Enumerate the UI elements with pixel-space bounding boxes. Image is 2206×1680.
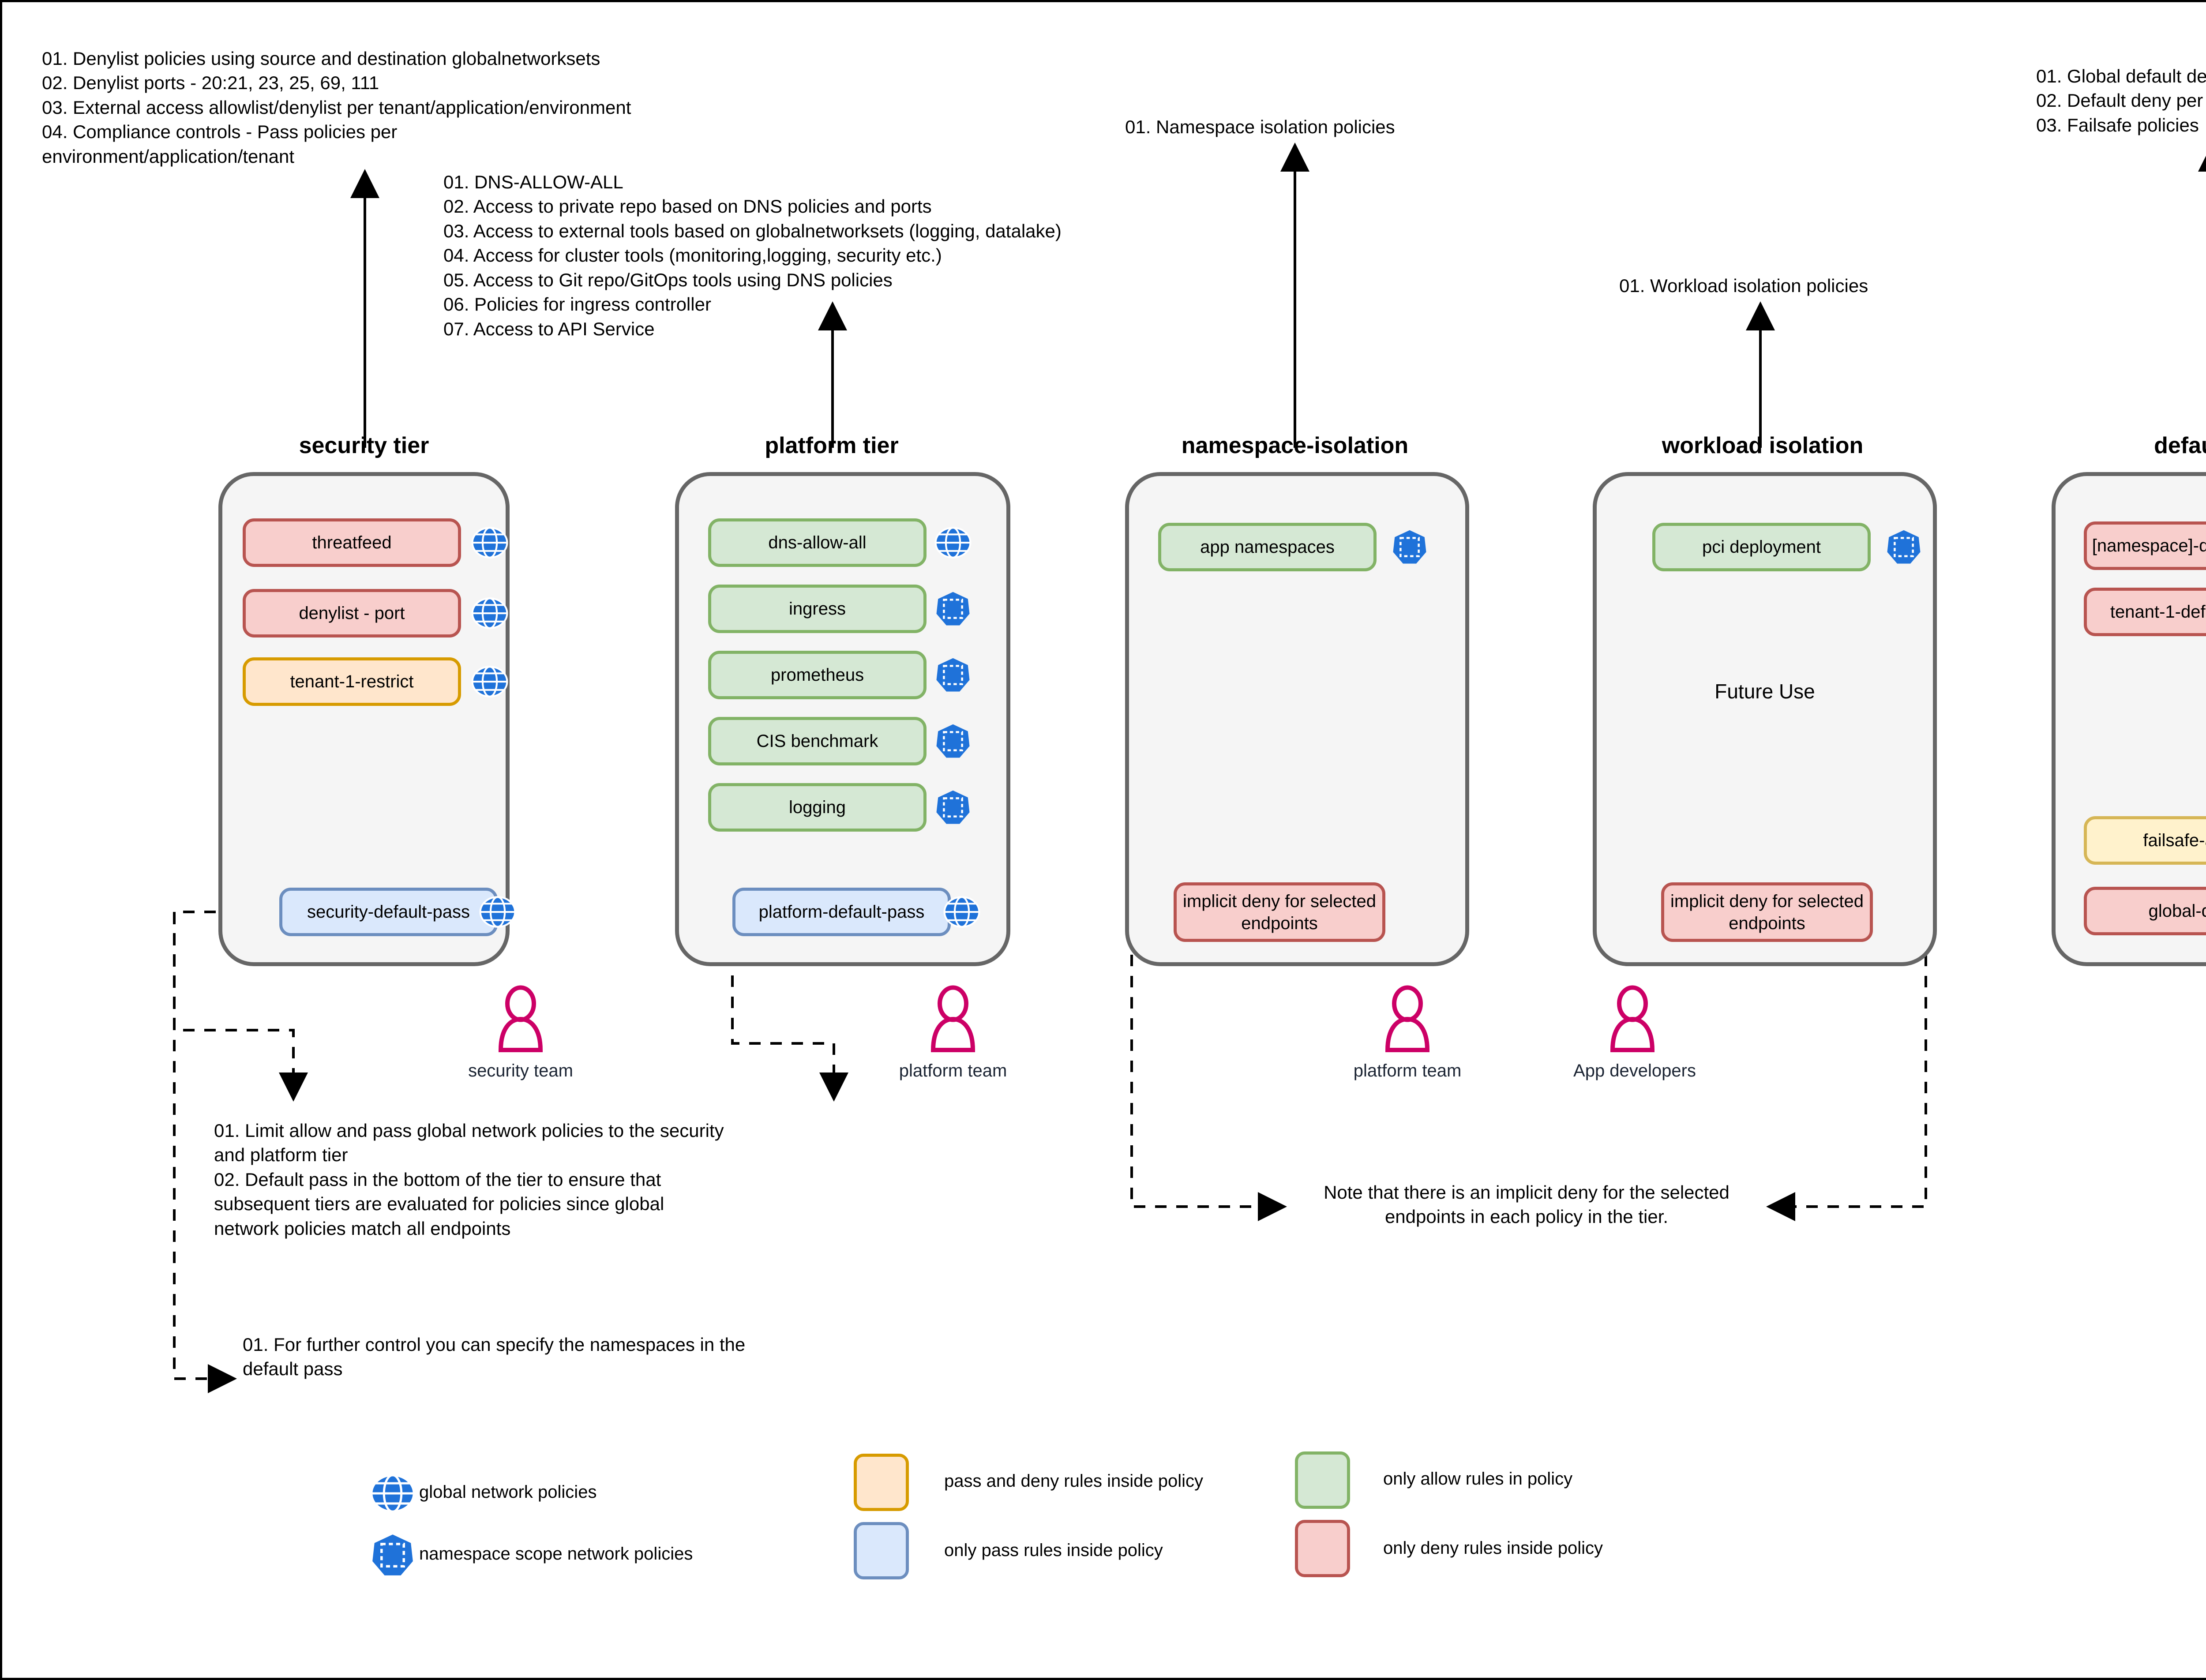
policy-failsafe-allow[interactable]: failsafe-allow	[2084, 816, 2206, 865]
legend-label-global: global network policies	[419, 1482, 597, 1502]
namespace-scope-network-policy-icon	[933, 589, 973, 629]
legend-label-only-allow: only allow rules in policy	[1383, 1469, 1573, 1489]
person-icon	[492, 985, 549, 1054]
global-network-policy-icon	[470, 662, 510, 701]
policy-tenant-1-restrict[interactable]: tenant-1-restrict	[243, 657, 461, 706]
team-label-platform-2: platform team	[1353, 1061, 1462, 1080]
legend-label-namespace: namespace scope network policies	[419, 1544, 693, 1564]
namespace-scope-network-policy-icon	[933, 788, 973, 827]
team-label-security: security team	[468, 1061, 573, 1080]
policy-security-default-pass[interactable]: security-default-pass	[279, 888, 498, 936]
tier-title-workload-isolation: workload isolation	[1662, 433, 1864, 458]
policy-namespace-default-deny[interactable]: [namespace]-default-deny	[2084, 521, 2206, 570]
legend-label-only-deny: only deny rules inside policy	[1383, 1538, 1603, 1558]
policy-platform-default-pass[interactable]: platform-default-pass	[732, 888, 951, 936]
global-network-policy-icon	[368, 1469, 417, 1518]
namespace-scope-network-policy-icon	[1884, 527, 1924, 567]
policy-tenant-1-default-deny[interactable]: tenant-1-default-deny	[2084, 588, 2206, 636]
team-label-app-developers: App developers	[1573, 1061, 1696, 1080]
tier-title-platform: platform tier	[765, 433, 899, 458]
bottom-left-notes: 01. Limit allow and pass global network …	[214, 1120, 724, 1239]
person-icon	[1604, 985, 1661, 1054]
namespace-scope-network-policy-icon	[933, 655, 973, 695]
legend-label-only-pass: only pass rules inside policy	[944, 1541, 1163, 1560]
legend-swatch-only-allow	[1295, 1451, 1350, 1509]
platform-tier-annotation: 01. DNS-ALLOW-ALL 02. Access to private …	[443, 172, 1062, 339]
global-network-policy-icon	[478, 892, 518, 932]
default-tier-annotation: 01. Global default deny 02. Default deny…	[2036, 66, 2206, 135]
tier-title-default: default tier	[2154, 433, 2206, 458]
legend-swatch-pass-and-deny	[854, 1454, 909, 1511]
global-network-policy-icon	[942, 892, 982, 932]
security-tier-annotation: 01. Denylist policies using source and d…	[42, 48, 631, 167]
policy-app-namespaces[interactable]: app namespaces	[1158, 523, 1377, 571]
policy-dns-allow-all[interactable]: dns-allow-all	[708, 518, 927, 567]
person-icon	[924, 985, 982, 1054]
legend-swatch-only-pass	[854, 1522, 909, 1579]
policy-threatfeed[interactable]: threatfeed	[243, 518, 461, 567]
global-network-policy-icon	[470, 523, 510, 562]
workload-isolation-annotation: 01. Workload isolation policies	[1619, 275, 1868, 296]
future-use-label: Future Use	[1715, 680, 1815, 703]
policy-implicit-deny-namespace[interactable]: implicit deny for selected endpoints	[1174, 882, 1385, 942]
implicit-deny-note: Note that there is an implicit deny for …	[1324, 1182, 1730, 1227]
policy-pci-deployment[interactable]: pci deployment	[1652, 523, 1871, 571]
policy-ingress[interactable]: ingress	[708, 585, 927, 633]
tier-title-security: security tier	[299, 433, 429, 458]
policy-logging[interactable]: logging	[708, 783, 927, 832]
person-icon	[1379, 985, 1436, 1054]
policy-cis-benchmark[interactable]: CIS benchmark	[708, 717, 927, 765]
tier-title-namespace-isolation: namespace-isolation	[1181, 433, 1409, 458]
policy-denylist-port[interactable]: denylist - port	[243, 589, 461, 638]
namespace-scope-network-policy-icon	[1390, 527, 1429, 567]
namespace-isolation-annotation: 01. Namespace isolation policies	[1125, 116, 1395, 137]
namespace-scope-network-policy-icon	[368, 1531, 417, 1579]
bottom-left-note-2: 01. For further control you can specify …	[243, 1334, 746, 1380]
policy-prometheus[interactable]: prometheus	[708, 651, 927, 699]
legend-swatch-only-deny	[1295, 1520, 1350, 1577]
policy-implicit-deny-workload[interactable]: implicit deny for selected endpoints	[1661, 882, 1873, 942]
global-network-policy-icon	[933, 523, 973, 562]
namespace-scope-network-policy-icon	[933, 721, 973, 761]
team-label-platform-1: platform team	[899, 1061, 1007, 1080]
legend-label-pass-and-deny: pass and deny rules inside policy	[944, 1471, 1204, 1491]
global-network-policy-icon	[470, 593, 510, 633]
policy-global-deny[interactable]: global-deny	[2084, 887, 2206, 935]
